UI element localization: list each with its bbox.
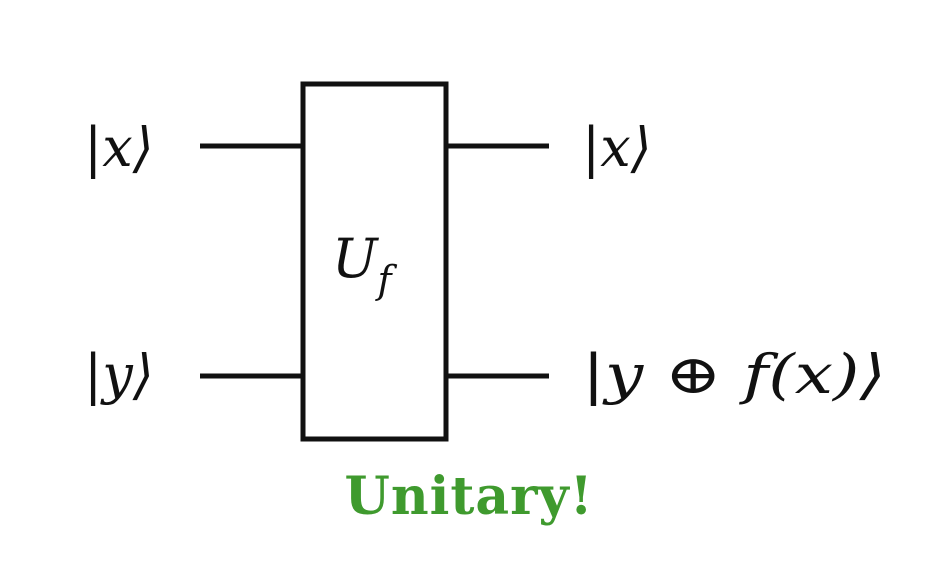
unitary-caption: Unitary! [344, 466, 594, 527]
input-label-y: |y⟩ [84, 343, 154, 406]
unitary-gate-box [300, 81, 449, 442]
gate-label-main: U [332, 227, 379, 290]
output-label-y-xor-fx: |y ⊕ f(x)⟩ [582, 343, 886, 406]
input-label-x: |x⟩ [84, 116, 154, 179]
output-label-x: |x⟩ [582, 116, 652, 179]
